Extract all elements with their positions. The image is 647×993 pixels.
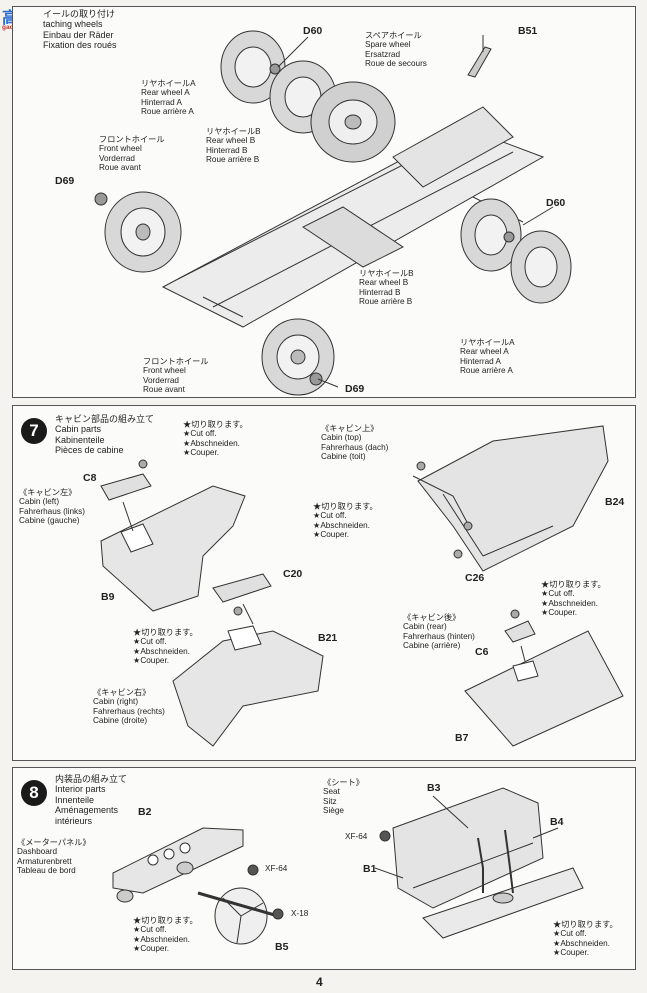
cut-note-3: ★切り取ります。★Cut off. ★Abschneiden.★Couper. [541, 580, 606, 618]
front-wheel-bottom [261, 318, 335, 396]
part-d69-left: D69 [55, 175, 75, 187]
part-b24: B24 [605, 496, 625, 508]
part-b9: B9 [101, 591, 115, 603]
rear-wheel-b-right [460, 198, 522, 272]
part-c6: C6 [475, 646, 489, 658]
part-c8: C8 [83, 472, 97, 484]
paint-xf64-dash: XF-64 [265, 864, 288, 873]
paint-x18: X-18 [291, 909, 309, 918]
part-b3: B3 [427, 782, 441, 794]
cut-note-1: ★切り取ります。★Cut off. ★Abschneiden.★Couper. [183, 420, 248, 458]
part-b4: B4 [550, 816, 564, 828]
label-cabin-right: 《キャビン右》Cabin (right) Fahrerhaus (rechts)… [93, 688, 165, 726]
step7-number: 7 [21, 418, 47, 444]
part-d60-top: D60 [303, 25, 323, 37]
spare-wheel [310, 81, 396, 163]
rear-wheel-a-right [510, 230, 572, 304]
rear-wheel-a-top [220, 30, 286, 104]
label-cabin-rear: 《キャビン後》Cabin (rear) Fahrerhaus (hinten)C… [403, 613, 475, 651]
label-cabin-left: 《キャビン左》Cabin (left) Fahrerhaus (links)Ca… [19, 488, 85, 526]
interior-assembly-drawing [112, 787, 584, 945]
part-b21: B21 [318, 632, 338, 644]
front-wheel-left [104, 191, 182, 273]
part-d60-right: D60 [546, 197, 566, 209]
part-c26: C26 [465, 572, 485, 584]
paint-xf64-seat: XF-64 [345, 832, 368, 841]
part-d69-bottom: D69 [345, 383, 365, 395]
part-b1: B1 [363, 863, 377, 875]
wheel-assembly-drawing [94, 30, 572, 396]
step8-number: 8 [21, 780, 47, 806]
cabin-assembly-drawing [100, 425, 624, 747]
label-cabin-top: 《キャビン上》Cabin (top) Fahrerhaus (dach)Cabi… [321, 424, 389, 462]
cut-note-4: ★切り取ります。★Cut off. ★Abschneiden.★Couper. [133, 628, 198, 666]
cut-note-dash: ★切り取ります。★Cut off. ★Abschneiden.★Couper. [133, 916, 198, 954]
part-b51: B51 [518, 25, 538, 37]
cut-note-2: ★切り取ります。★Cut off. ★Abschneiden.★Couper. [313, 502, 378, 540]
part-c20: C20 [283, 568, 303, 580]
part-b5: B5 [275, 941, 289, 953]
cut-note-seat: ★切り取ります。★Cut off. ★Abschneiden.★Couper. [553, 920, 618, 958]
page-number: 4 [316, 975, 323, 989]
part-b7: B7 [455, 732, 469, 744]
part-b2: B2 [138, 806, 152, 818]
